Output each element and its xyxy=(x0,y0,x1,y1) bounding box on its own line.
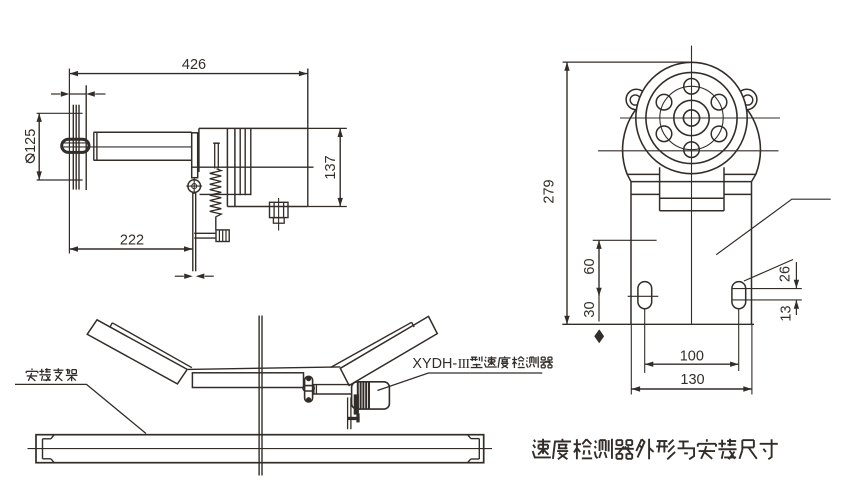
svg-text:60: 60 xyxy=(582,258,598,274)
svg-text:426: 426 xyxy=(182,57,206,73)
svg-text:100: 100 xyxy=(680,349,704,365)
svg-text:222: 222 xyxy=(120,233,144,249)
svg-text:125: 125 xyxy=(23,129,39,153)
svg-text:26: 26 xyxy=(777,266,793,282)
svg-text:13: 13 xyxy=(778,305,794,321)
svg-text:30: 30 xyxy=(582,301,598,317)
svg-text:130: 130 xyxy=(680,372,704,388)
svg-text:XYDH-: XYDH- xyxy=(412,356,457,372)
svg-text:137: 137 xyxy=(323,155,339,179)
svg-text:III: III xyxy=(458,357,471,372)
svg-text:279: 279 xyxy=(542,179,558,203)
